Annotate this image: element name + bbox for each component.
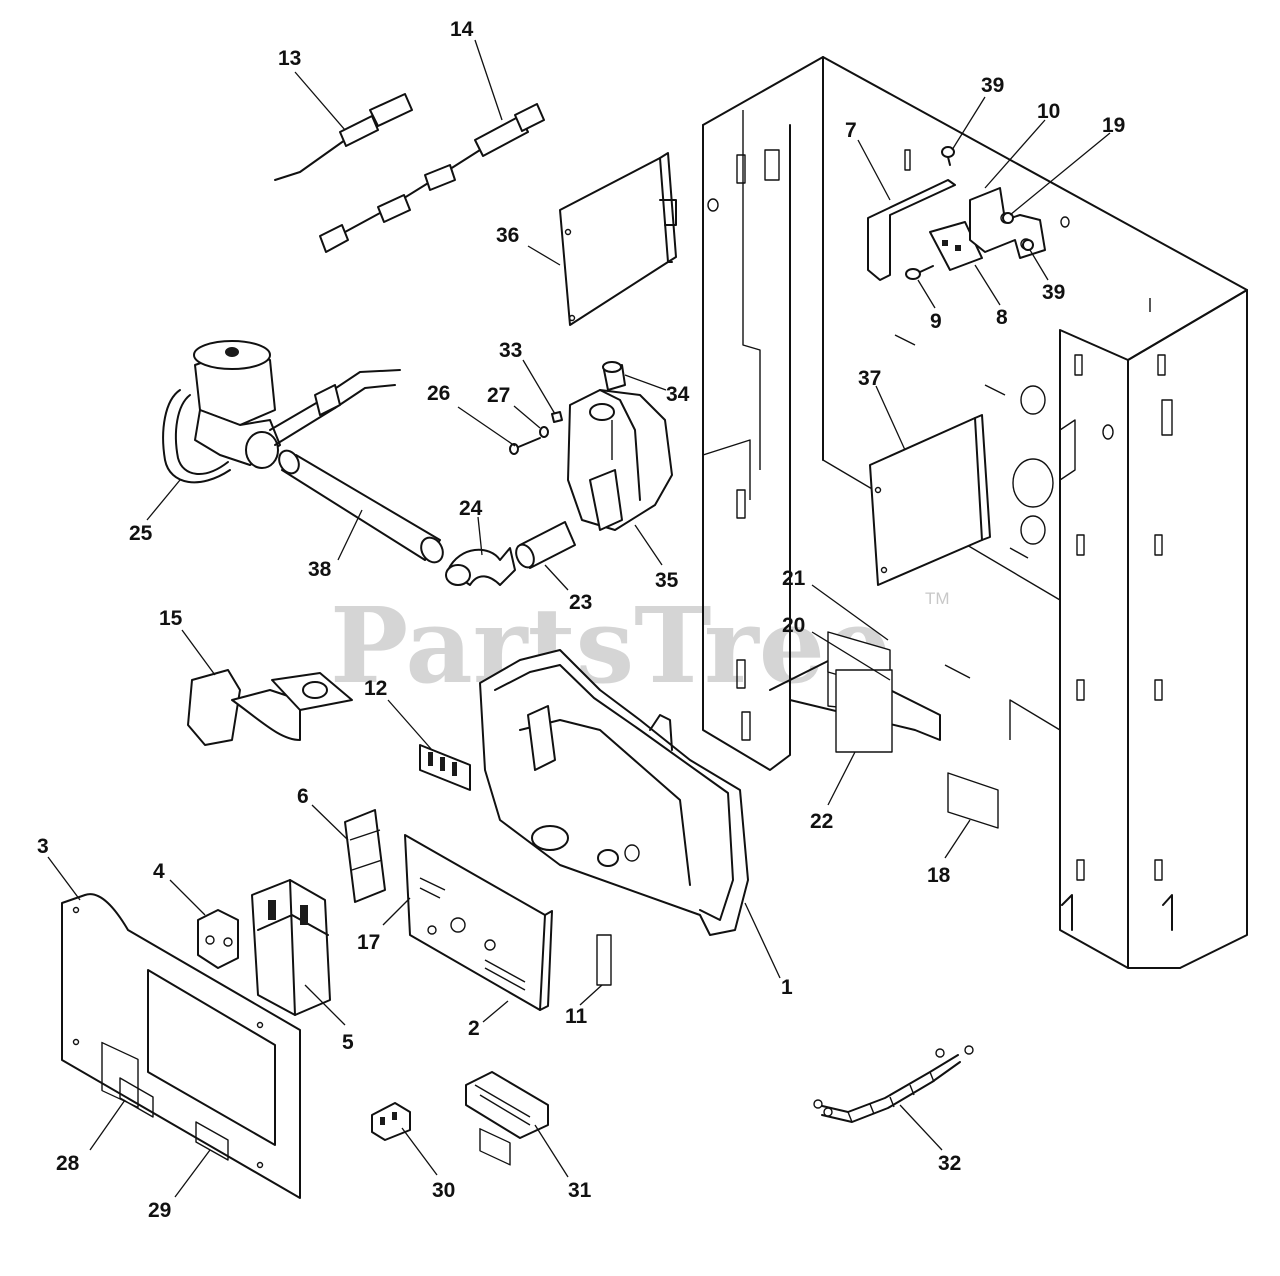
callout-29[interactable]: 29 <box>148 1199 171 1222</box>
callout-21[interactable]: 21 <box>782 567 806 590</box>
screw-39-lower[interactable] <box>1022 239 1034 251</box>
label-11[interactable] <box>596 934 612 986</box>
callout-lines <box>47 39 1111 1198</box>
connector-31[interactable] <box>465 1071 549 1139</box>
screw-26[interactable] <box>509 437 541 455</box>
wire-harness-13[interactable] <box>274 93 413 181</box>
wire-harness-14[interactable] <box>319 103 545 253</box>
callout-25[interactable]: 25 <box>129 522 153 545</box>
callout-6[interactable]: 6 <box>297 785 309 808</box>
callout-20[interactable]: 20 <box>782 614 805 637</box>
callout-28[interactable]: 28 <box>56 1152 80 1175</box>
watermark-text: PartsTree <box>330 584 891 707</box>
duct-15[interactable] <box>187 669 353 746</box>
watermark-trademark: TM <box>925 589 950 608</box>
callout-37[interactable]: 37 <box>858 367 881 390</box>
decal-18[interactable] <box>947 772 999 829</box>
callout-14[interactable]: 14 <box>450 18 474 41</box>
callout-34[interactable]: 34 <box>666 383 690 406</box>
control-housing-1[interactable] <box>479 649 749 936</box>
callout-3[interactable]: 3 <box>37 835 49 858</box>
callout-31[interactable]: 31 <box>568 1179 592 1202</box>
callout-22[interactable]: 22 <box>810 810 833 833</box>
fitting-34[interactable] <box>602 361 626 391</box>
decal-22[interactable] <box>835 669 893 753</box>
connector-30[interactable] <box>371 1102 411 1141</box>
front-panel-3[interactable] <box>61 893 301 1199</box>
callout-32[interactable]: 32 <box>938 1152 961 1175</box>
callout-8[interactable]: 8 <box>996 306 1008 329</box>
callout-11[interactable]: 11 <box>565 1005 588 1028</box>
coupling-23[interactable] <box>513 521 576 570</box>
callout-9[interactable]: 9 <box>930 310 942 333</box>
callout-15[interactable]: 15 <box>159 607 183 630</box>
bracket-7[interactable] <box>867 179 956 281</box>
nut-33[interactable] <box>551 411 563 423</box>
screw-39-upper[interactable] <box>941 146 955 166</box>
callout-4[interactable]: 4 <box>153 860 165 883</box>
callout-13[interactable]: 13 <box>278 47 301 70</box>
callout-1[interactable]: 1 <box>781 976 793 999</box>
callout-18[interactable]: 18 <box>927 864 951 887</box>
cover-plate-37[interactable] <box>869 414 991 586</box>
callout-numbers: 1 2 3 4 5 6 7 8 9 10 11 12 13 14 15 17 1… <box>37 18 1125 1222</box>
callout-5[interactable]: 5 <box>342 1031 354 1054</box>
wire-harness-32[interactable] <box>813 1045 974 1123</box>
screw-9[interactable] <box>905 265 934 280</box>
callout-36[interactable]: 36 <box>496 224 519 247</box>
callout-30[interactable]: 30 <box>432 1179 455 1202</box>
regulator-35[interactable] <box>567 389 673 531</box>
callout-19[interactable]: 19 <box>1102 114 1125 137</box>
callout-27[interactable]: 27 <box>487 384 510 407</box>
hose-38[interactable] <box>275 447 447 566</box>
connector-strip-12[interactable] <box>419 744 471 791</box>
callout-2[interactable]: 2 <box>468 1017 480 1040</box>
relay-6[interactable] <box>344 809 386 903</box>
callout-35[interactable]: 35 <box>655 569 679 592</box>
callout-38[interactable]: 38 <box>308 558 332 581</box>
main-enclosure[interactable] <box>702 56 1248 969</box>
callout-12[interactable]: 12 <box>364 677 387 700</box>
callout-39-top[interactable]: 39 <box>981 74 1004 97</box>
callout-33[interactable]: 33 <box>499 339 522 362</box>
callout-17[interactable]: 17 <box>357 931 380 954</box>
callout-24[interactable]: 24 <box>459 497 483 520</box>
callout-10[interactable]: 10 <box>1037 100 1060 123</box>
bracket-plate-36[interactable] <box>559 152 677 326</box>
washer-27[interactable] <box>539 426 549 438</box>
elbow-24[interactable] <box>445 547 516 586</box>
screw-19[interactable] <box>1002 212 1014 224</box>
solenoid-valve-25[interactable] <box>162 340 401 484</box>
callout-7[interactable]: 7 <box>845 119 857 142</box>
controller-board-2[interactable] <box>404 834 553 1166</box>
callout-23[interactable]: 23 <box>569 591 592 614</box>
bracket-4[interactable] <box>197 909 239 969</box>
circuit-breaker-5[interactable] <box>251 879 331 1016</box>
callout-26[interactable]: 26 <box>427 382 450 405</box>
callout-39-bottom[interactable]: 39 <box>1042 281 1065 304</box>
